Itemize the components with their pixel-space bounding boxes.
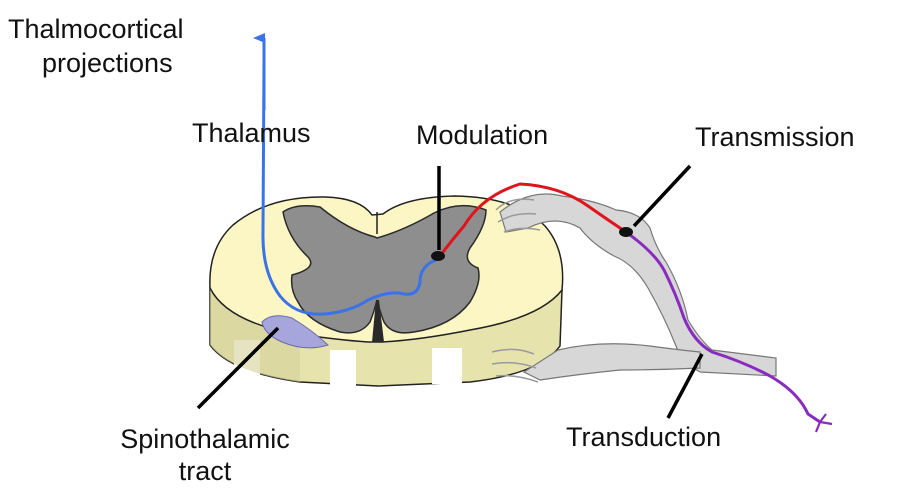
cord-side-highlight-center — [330, 350, 356, 386]
free-nerve-ending — [816, 414, 832, 432]
modulation-synapse — [431, 251, 445, 261]
transmission-leader-line — [634, 166, 690, 226]
spinothalamic-label-line2: tract — [108, 456, 302, 487]
thalmocortical-label-line2: projections — [42, 48, 173, 79]
spinothalamic-label-line1: Spinothalamic — [108, 424, 302, 455]
transmission-cell-body — [619, 227, 633, 237]
thalamus-label: Thalamus — [192, 118, 311, 149]
modulation-label: Modulation — [416, 120, 548, 151]
transmission-label: Transmission — [695, 122, 855, 153]
cord-side-highlight-right — [432, 348, 462, 384]
thalmocortical-label-line1: Thalmocortical — [8, 14, 184, 45]
transduction-label: Transduction — [566, 422, 721, 453]
